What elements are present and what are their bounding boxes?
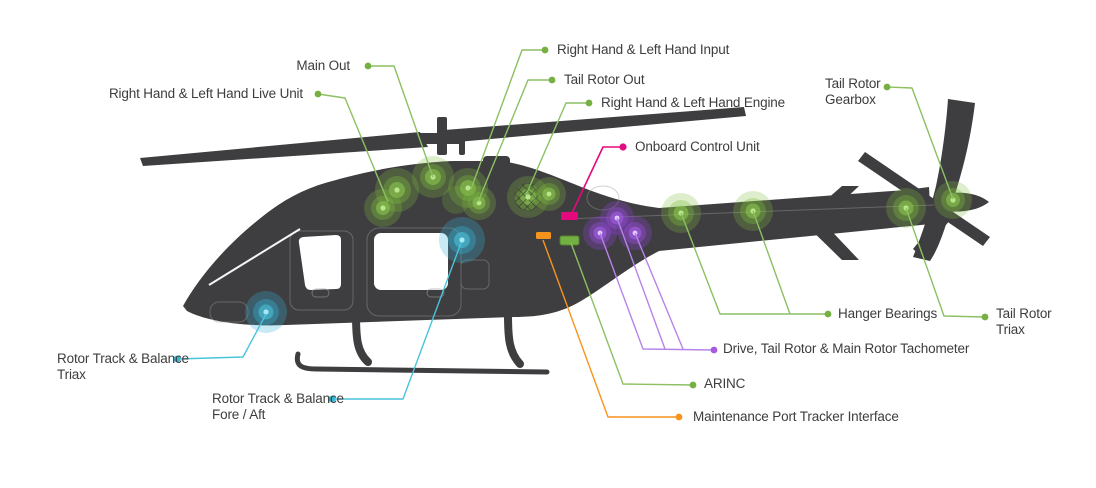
leader-lines [176, 49, 986, 418]
label-dot-engine [585, 99, 593, 107]
label-text: Right Hand & Left Hand Input [557, 42, 730, 57]
tail-rotor-blade [858, 152, 990, 246]
label-dot-main-out [364, 62, 372, 70]
sensor-glow-rtb-fore-aft [439, 217, 485, 263]
rotor-hub-bar [414, 133, 464, 144]
cabin-window [374, 233, 448, 290]
label-dots [173, 46, 989, 421]
label-text: Drive, Tail Rotor & Main Rotor Tachomete… [723, 341, 970, 356]
label-main-out: Main Out [296, 58, 350, 74]
label-engine: Right Hand & Left Hand Engine [601, 95, 785, 111]
vertical-fin [913, 99, 975, 261]
label-text-line2: Fore / Aft [212, 407, 266, 422]
windshield-line [208, 228, 301, 286]
skid-tube [294, 351, 550, 375]
label-text: Tail Rotor Out [564, 72, 645, 87]
sensor-glow-rtb-triax [245, 291, 287, 333]
label-dot-input [541, 46, 549, 54]
sensor-glow-input-cluster [442, 168, 496, 220]
fuselage [183, 161, 931, 326]
label-tachometer: Drive, Tail Rotor & Main Rotor Tachomete… [723, 341, 969, 357]
label-tail-rotor-triax: Tail Rotor Triax [996, 306, 1052, 338]
leader-hanger-bearings [680, 210, 828, 315]
label-live-unit: Right Hand & Left Hand Live Unit [109, 86, 303, 102]
label-text: Hanger Bearings [838, 306, 938, 321]
leader-tachometer [599, 217, 715, 351]
leader-onboard-control-unit [571, 146, 623, 214]
label-input: Right Hand & Left Hand Input [557, 42, 729, 58]
label-text: Maintenance Port Tracker Interface [693, 409, 899, 424]
label-text-line1: Rotor Track & Balance [57, 351, 189, 366]
label-text-line2: Triax [996, 322, 1025, 337]
leader-rtb-triax [176, 313, 267, 360]
label-text: Onboard Control Unit [635, 139, 760, 154]
leader-rtb-fore-aft [332, 242, 462, 400]
tail-rotor-blade-lower [913, 208, 954, 256]
label-dot-maintenance-port [675, 413, 683, 421]
label-text-line1: Tail Rotor [825, 76, 881, 91]
cockpit-door-window [298, 235, 341, 290]
chip-onboard-control-unit [561, 212, 578, 220]
main-rotor-blade-left [140, 132, 428, 166]
label-rtb-fore-aft: Rotor Track & Balance Fore / Aft [212, 391, 344, 423]
leader-maintenance-port [542, 239, 679, 418]
label-dot-tachometer [710, 346, 718, 354]
label-maintenance-port: Maintenance Port Tracker Interface [693, 409, 899, 425]
skid-landing-gear [294, 310, 550, 375]
label-text-line2: Triax [57, 367, 86, 382]
label-tail-rotor-out: Tail Rotor Out [564, 72, 645, 88]
leader-tail-rotor-gearbox [886, 86, 954, 200]
horizontal-stabilizer [802, 186, 859, 260]
windows [208, 228, 448, 298]
chip-arinc [559, 235, 580, 246]
leader-input [470, 49, 545, 190]
sensor-glow-engine [507, 176, 566, 218]
label-dot-rtb-triax [173, 355, 181, 363]
label-text: ARINC [704, 376, 746, 391]
sensor-glow-live-unit [364, 168, 419, 227]
label-text-line1: Tail Rotor [996, 306, 1052, 321]
label-text: Right Hand & Left Hand Live Unit [108, 86, 303, 101]
label-text-line1: Rotor Track & Balance [212, 391, 344, 406]
label-dot-hanger-bearings [824, 310, 832, 318]
skid-strut-front [352, 310, 372, 366]
label-hanger-bearings: Hanger Bearings [838, 306, 937, 322]
label-dot-onboard-control-unit [619, 143, 627, 151]
leader-live-unit [317, 93, 389, 203]
label-text: Main Out [296, 58, 350, 73]
label-onboard-control-unit: Onboard Control Unit [635, 139, 760, 155]
label-dot-arinc [689, 381, 697, 389]
label-dot-tail-rotor-gearbox [883, 83, 891, 91]
label-tail-rotor-gearbox: Tail Rotor Gearbox [825, 76, 881, 108]
leader-main-out [368, 65, 434, 178]
door-handle-front [311, 288, 330, 298]
label-text: Right Hand & Left Hand Engine [601, 95, 786, 110]
label-arinc: ARINC [704, 376, 745, 392]
skid-strut-rear [504, 310, 524, 368]
label-dot-tail-rotor-out [548, 76, 556, 84]
chip-maintenance-port [536, 232, 551, 239]
leader-arinc [570, 242, 694, 386]
leader-engine [525, 102, 589, 196]
door-handle-rear [426, 288, 445, 298]
helicopter-silhouette [140, 99, 990, 326]
label-dot-live-unit [314, 90, 322, 98]
label-rtb-triax: Rotor Track & Balance Triax [57, 351, 189, 383]
main-rotor-blade-right [444, 107, 746, 143]
leader-tail-rotor-triax [905, 207, 986, 318]
leader-tail-rotor-out [477, 79, 552, 203]
sensor-glow-tail-rotor-gearbox [934, 181, 972, 219]
label-dot-rtb-fore-aft [328, 395, 336, 403]
label-text-line2: Gearbox [825, 92, 876, 107]
label-dot-tail-rotor-triax [981, 313, 989, 321]
